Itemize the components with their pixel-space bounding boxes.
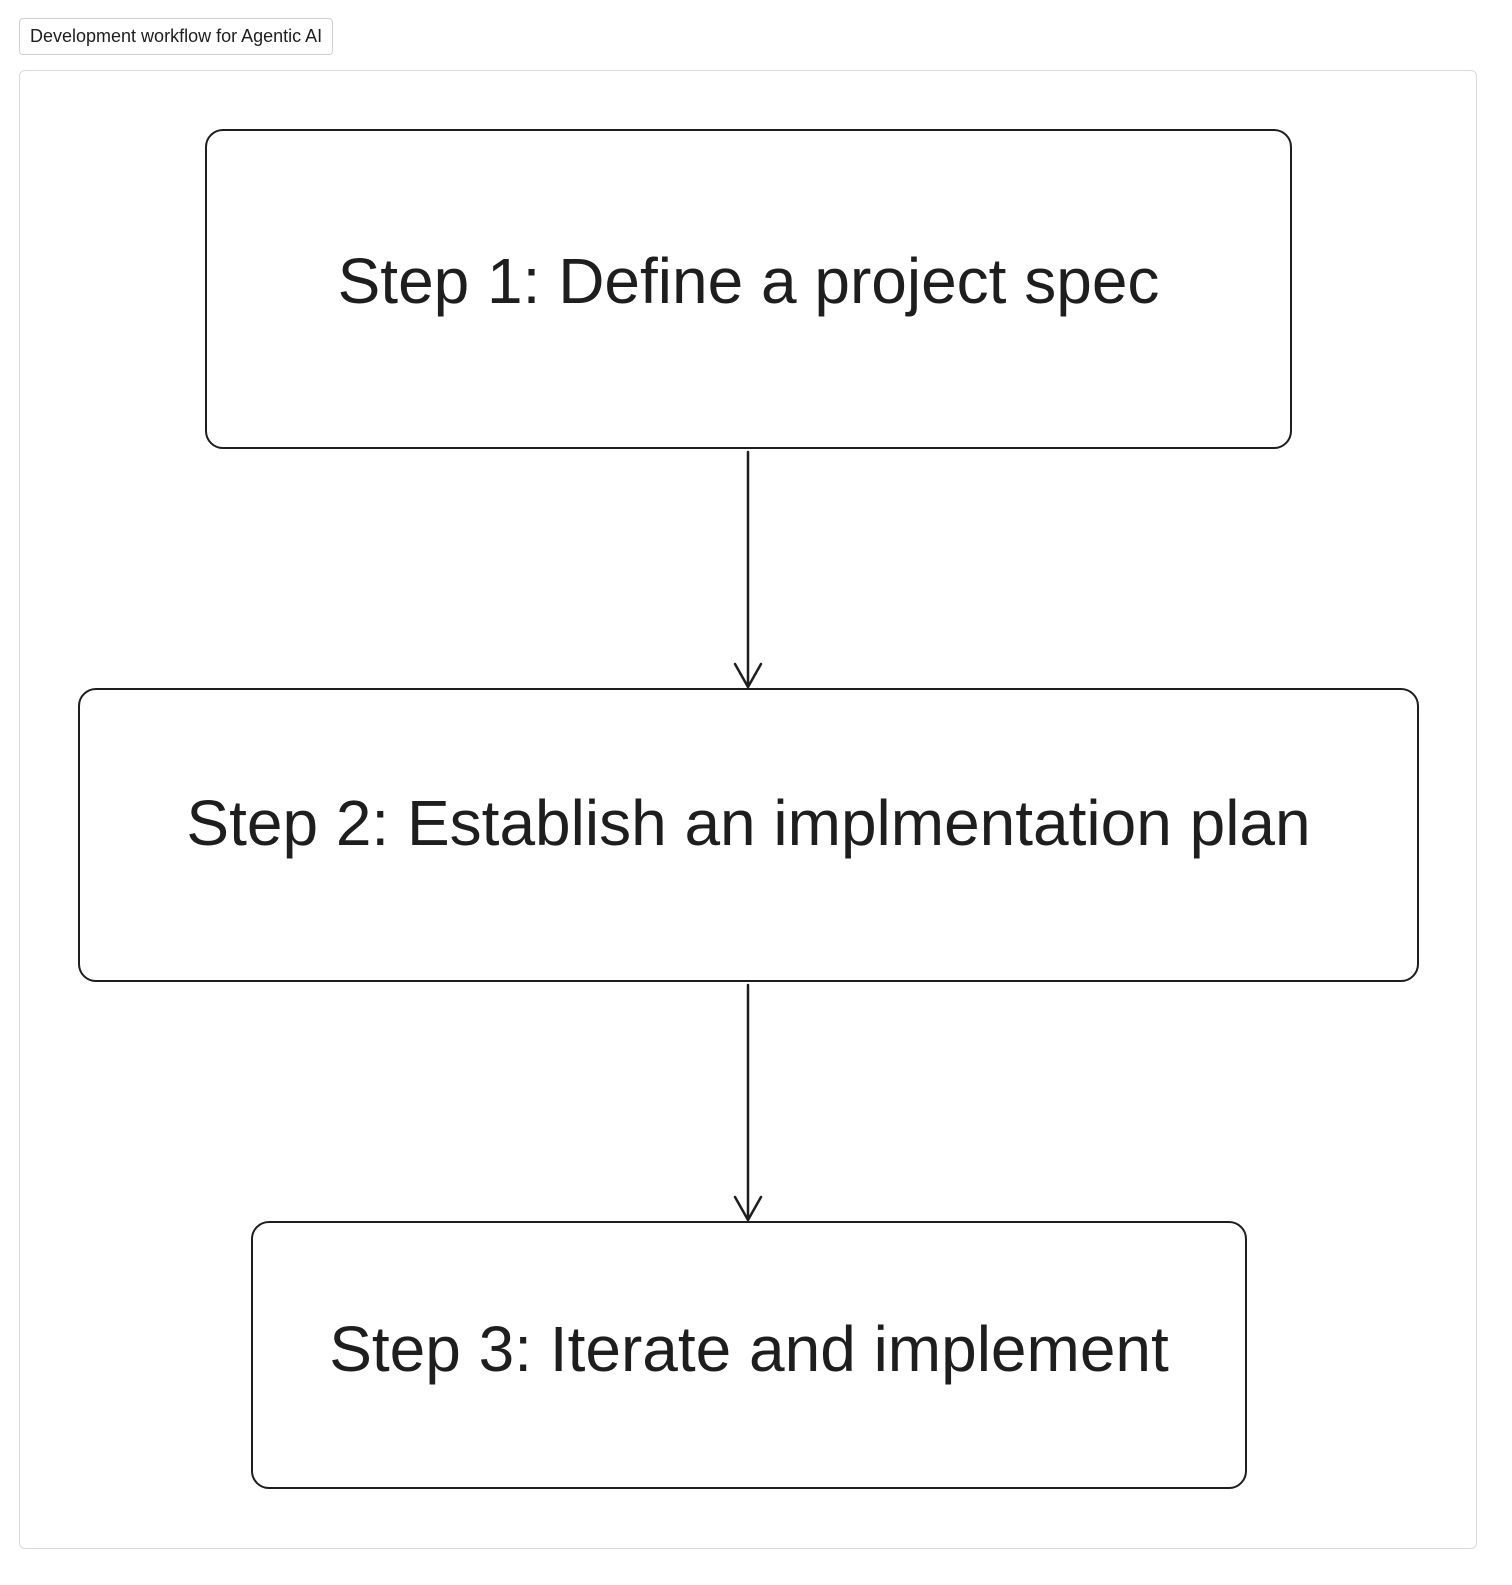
step-3-label: Step 3: Iterate and implement bbox=[329, 1313, 1169, 1385]
arrow-step2-to-step3[interactable] bbox=[733, 983, 763, 1222]
diagram-canvas[interactable]: Step 1: Define a project spec Step 2: Es… bbox=[19, 70, 1477, 1549]
connector-layer bbox=[733, 450, 763, 1222]
diagram-title: Development workflow for Agentic AI bbox=[30, 26, 323, 46]
step-1-box[interactable]: Step 1: Define a project spec bbox=[205, 129, 1292, 449]
arrow-head bbox=[733, 1195, 763, 1222]
step-1-label: Step 1: Define a project spec bbox=[337, 245, 1160, 317]
diagram-title-tab[interactable]: Development workflow for Agentic AI bbox=[19, 18, 334, 55]
arrow-head bbox=[733, 662, 763, 689]
step-3-box[interactable]: Step 3: Iterate and implement bbox=[251, 1221, 1247, 1489]
step-2-box[interactable]: Step 2: Establish an implmentation plan bbox=[78, 688, 1419, 982]
arrow-step1-to-step2[interactable] bbox=[733, 450, 763, 689]
step-2-label: Step 2: Establish an implmentation plan bbox=[186, 787, 1311, 859]
